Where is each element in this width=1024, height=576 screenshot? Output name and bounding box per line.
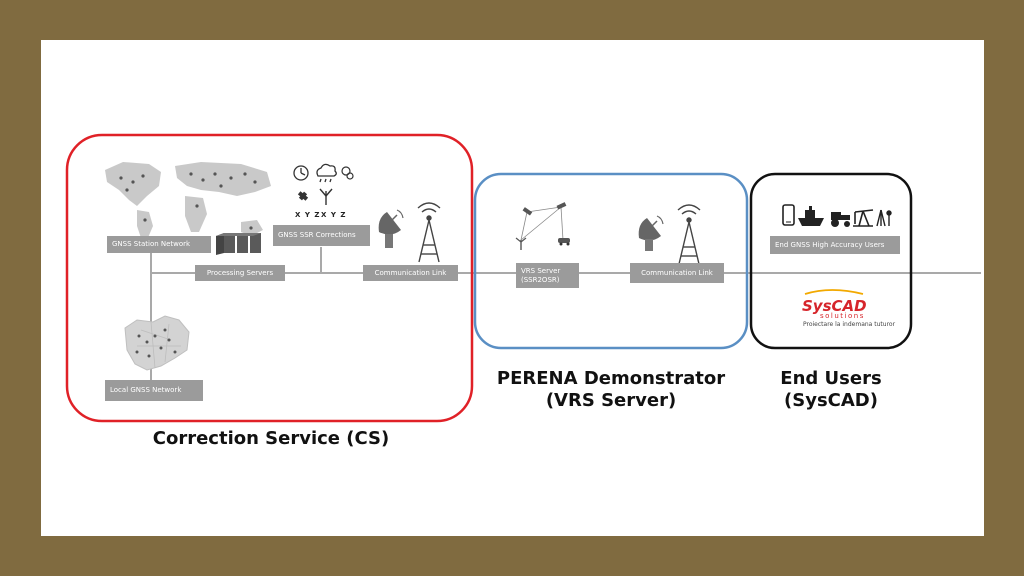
world-map-icon (105, 162, 271, 240)
users-title-line2: (SysCAD) (784, 390, 878, 411)
tractor-icon (831, 212, 850, 227)
logo-tagline: Proiectare la indemana tuturor (803, 321, 896, 328)
communication-link-cs-label: Communication Link (363, 265, 458, 281)
vrs-group-border (473, 172, 749, 350)
slide: GNSS Station Network Processing Servers … (41, 40, 984, 536)
users-group-title: End Users (SysCAD) (751, 368, 911, 412)
europe-map-icon (124, 315, 190, 371)
logo-brand-part2: CAD (831, 297, 867, 315)
antenna-icon (319, 188, 333, 205)
users-group-border (749, 172, 913, 350)
cs-group-border (65, 133, 474, 423)
vrs-group-title: PERENA Demonstrator (VRS Server) (475, 368, 747, 412)
local-gnss-network-label: Local GNSS Network (105, 380, 203, 401)
vrs-title-line1: PERENA Demonstrator (496, 368, 726, 389)
end-gnss-users-label: End GNSS High Accuracy Users (770, 236, 900, 254)
diagram-canvas (65, 133, 981, 423)
logo-arc (804, 289, 864, 295)
satellite-orbit-icon (520, 202, 567, 241)
processing-servers-label: Processing Servers (195, 265, 285, 281)
receiver-station-icon (515, 237, 527, 250)
satellite-dish-icon (638, 215, 664, 251)
oil-pump-icon (853, 209, 874, 227)
communication-link-vrs-label: Communication Link (630, 263, 724, 283)
server-rack-icon (216, 233, 261, 255)
xyz-right-label: X Y Z (321, 211, 347, 219)
users-title-line1: End Users (780, 368, 882, 389)
smartphone-icon (782, 204, 795, 226)
satellite-icon (297, 191, 309, 201)
logo-brand-part1: Sys (802, 297, 832, 315)
vrs-title-line2: (VRS Server) (545, 390, 677, 411)
surveyor-icon (876, 209, 892, 227)
satellite-dish-icon (378, 209, 404, 248)
xyz-left-label: X Y Z (295, 211, 321, 219)
logo-sub: solutions (820, 312, 865, 320)
radio-tower-icon (417, 202, 441, 263)
car-icon (558, 238, 570, 246)
cs-group-title: Correction Service (CS) (152, 428, 390, 449)
clock-icon (293, 165, 309, 181)
gnss-ssr-corrections-label: GNSS SSR Corrections (273, 225, 370, 246)
ionosphere-icon (341, 166, 354, 180)
vrs-server-line2: (SSR2OSR) (521, 275, 560, 284)
rain-cloud-icon (316, 163, 337, 183)
vrs-server-line1: VRS Server (521, 266, 561, 275)
logo-brand: SysCAD (802, 298, 867, 314)
gnss-station-network-label: GNSS Station Network (107, 236, 211, 253)
ship-icon (798, 206, 824, 226)
vrs-server-label: VRS Server (SSR2OSR) (516, 263, 579, 288)
radio-tower-icon (677, 204, 701, 265)
